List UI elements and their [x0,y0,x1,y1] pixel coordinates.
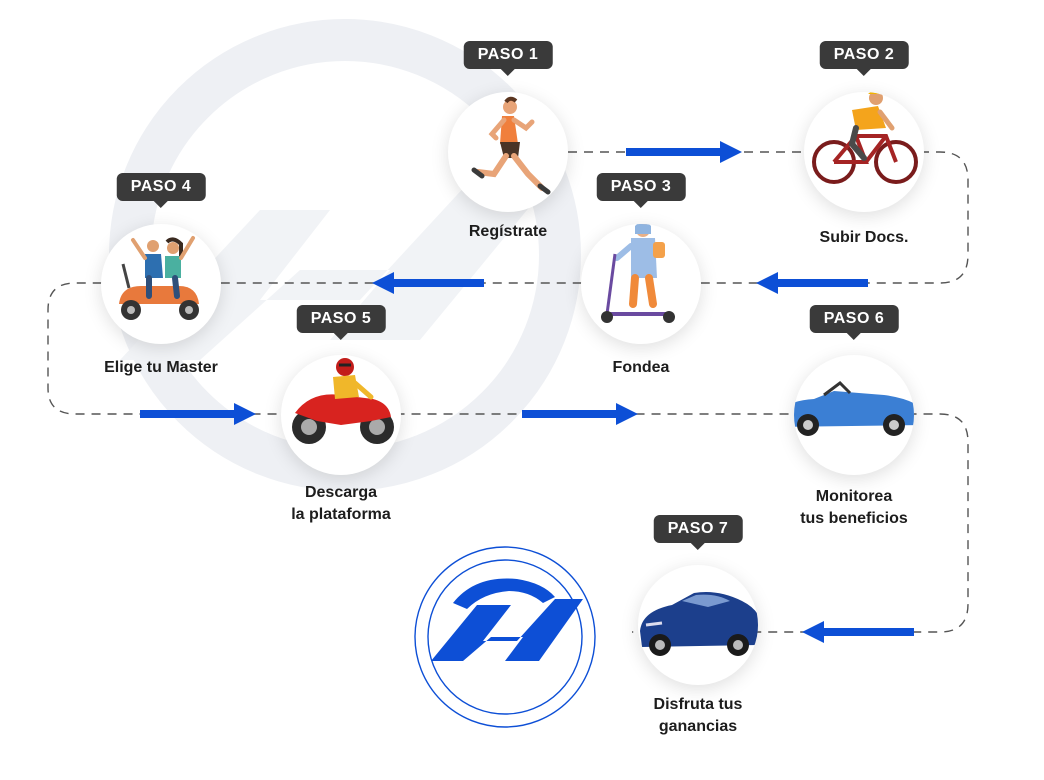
convertible-car-icon [794,381,914,436]
step-5-label: Descarga la plataforma [241,482,441,526]
scooter-icon [601,224,675,323]
step-3-label: Fondea [541,357,741,379]
step-6-circle [794,355,914,475]
step-4-circle [101,224,221,344]
step-label-line: Regístrate [468,223,548,240]
step-7-circle [638,565,758,685]
step-label-line: ganancias [658,718,738,735]
step-2-circle [804,92,924,212]
step-5-circle [281,355,401,475]
step-label-line: la plataforma [291,506,391,523]
step-6-badge: PASO 6 [809,305,899,340]
moped-couple-icon [119,236,199,320]
arrow-left-icon [802,621,914,643]
step-5-badge: PASO 5 [296,305,386,340]
step-label-line: Elige tu Master [104,359,218,376]
step-4-badge: PASO 4 [116,173,206,208]
step-2-badge: PASO 2 [819,41,909,76]
step-3-badge: PASO 3 [596,173,686,208]
step-6-label: Monitorea tus beneficios [754,486,954,530]
step-1-label: Regístrate [408,221,608,243]
step-label-line: Fondea [612,359,670,376]
brand-logo [414,546,596,728]
sports-car-icon [640,592,758,656]
motorcycle-icon [292,358,394,444]
step-1-badge: PASO 1 [463,41,553,76]
step-3-circle [581,224,701,344]
step-7-label: Disfruta tus ganancias [598,694,798,738]
step-label-line: tus beneficios [800,510,908,527]
arrow-right-icon [626,141,742,163]
step-label-line: Disfruta tus [653,696,743,713]
arrow-right-icon [522,403,638,425]
cyclist-icon [812,92,918,184]
arrow-right-icon [140,403,256,425]
step-2-label: Subir Docs. [764,227,964,249]
step-1-circle [448,92,568,212]
step-label-line: Monitorea [815,488,893,505]
step-7-badge: PASO 7 [653,515,743,550]
arrow-left-icon [372,272,484,294]
step-label-line: Descarga [304,484,378,501]
step-label-line: Subir Docs. [819,229,909,246]
arrow-left-icon [756,272,868,294]
step-4-label: Elige tu Master [61,357,261,379]
runner-icon [471,96,551,195]
